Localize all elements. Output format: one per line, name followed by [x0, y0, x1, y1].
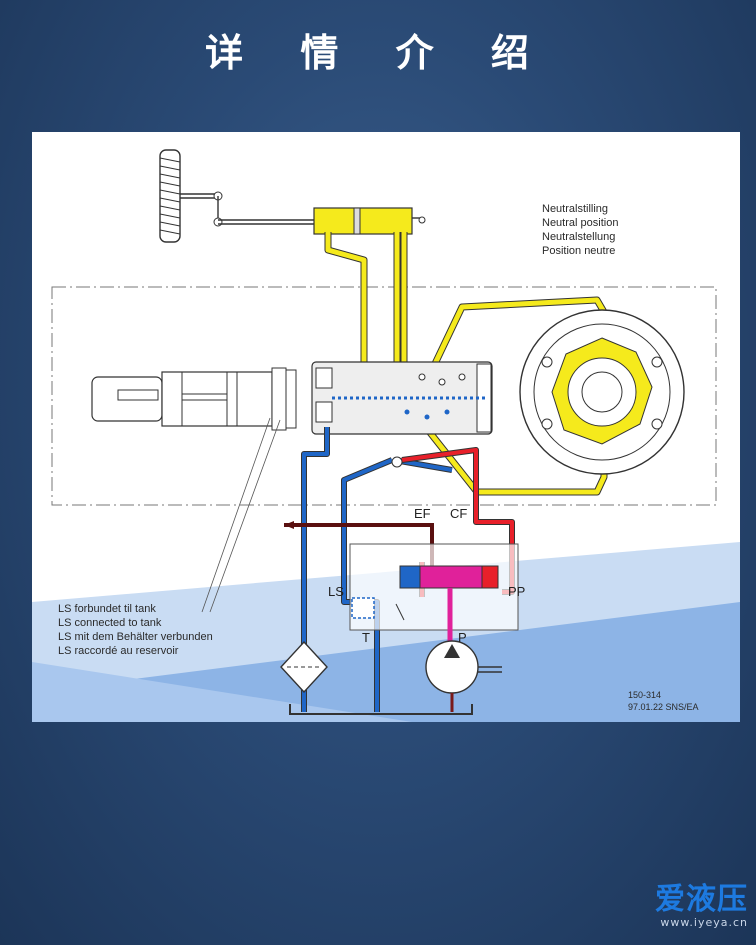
- control-valve: [311, 361, 493, 435]
- neutral-position-labels: Neutralstilling Neutral position Neutral…: [542, 203, 618, 257]
- port-pp: PP: [508, 584, 525, 599]
- port-t: T: [362, 630, 370, 645]
- ef-arrow: [284, 521, 294, 529]
- tank-label-en: LS connected to tank: [58, 617, 162, 629]
- steering-wheel: [159, 149, 314, 243]
- ref-code: 150-314: [628, 690, 661, 700]
- filter: [280, 640, 328, 694]
- hydraulic-diagram: Neutralstilling Neutral position Neutral…: [32, 132, 740, 722]
- neutral-label-en: Neutral position: [542, 217, 618, 229]
- steering-spool: [91, 367, 297, 613]
- logo-url: www.iyeya.cn: [660, 916, 748, 929]
- port-ls: LS: [328, 584, 344, 599]
- tank-label-fr: LS raccordé au reservoir: [58, 645, 179, 657]
- neutral-label-de: Neutralstellung: [542, 231, 615, 243]
- tank: [289, 704, 473, 715]
- gerotor-unit: [519, 309, 685, 475]
- pump: [425, 640, 502, 712]
- port-cf: CF: [450, 506, 467, 521]
- site-logo[interactable]: 爱液压 www.iyeya.cn: [655, 884, 748, 930]
- tank-label-da: LS forbundet til tank: [58, 603, 156, 615]
- housing-outline: [51, 286, 717, 506]
- neutral-label-da: Neutralstilling: [542, 203, 608, 215]
- tank-label-de: LS mit dem Behälter verbunden: [58, 631, 213, 643]
- priority-valve: [349, 543, 519, 631]
- diagram-svg: Neutralstilling Neutral position Neutral…: [32, 149, 740, 722]
- ref-date: 97.01.22 SNS/EA: [628, 702, 699, 712]
- junction-node: [391, 456, 403, 468]
- port-p: P: [458, 630, 467, 645]
- page-title: 详 情 介 绍: [205, 31, 551, 75]
- logo-text: 爱液压: [655, 882, 748, 917]
- steering-cylinder: [313, 207, 426, 235]
- neutral-label-fr: Position neutre: [542, 245, 615, 257]
- port-ef: EF: [414, 506, 431, 521]
- decor-stripe-left: [32, 662, 412, 722]
- tank-labels: LS forbundet til tank LS connected to ta…: [58, 603, 213, 657]
